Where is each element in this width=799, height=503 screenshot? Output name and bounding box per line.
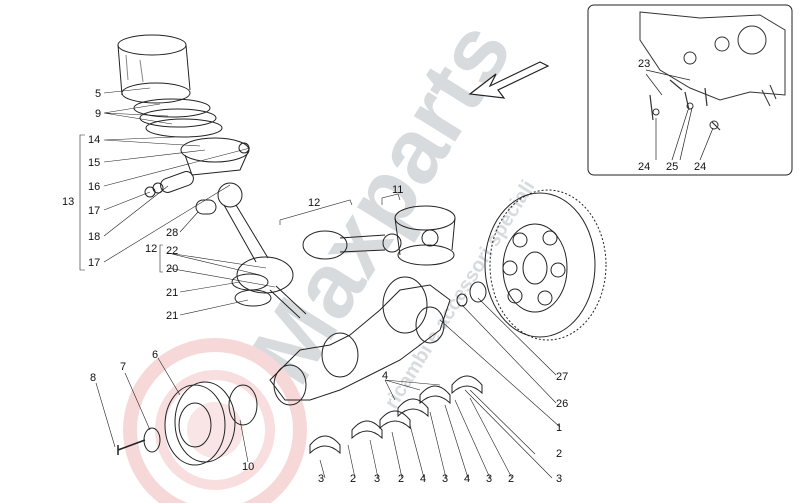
leader-lines (79, 87, 561, 479)
watermark-logo (123, 338, 307, 503)
connecting-rod-left (195, 182, 307, 319)
callout-17-lower: 17 (88, 257, 100, 269)
piston-top (117, 34, 191, 104)
callout-13: 13 (62, 196, 74, 208)
watermark-brand: Maxparts (230, 4, 531, 401)
callout-bottom-4a: 4 (420, 473, 426, 485)
seal-ring (456, 281, 487, 307)
inset-detail: 23 24 25 24 (587, 4, 793, 176)
callout-bottom-3a: 3 (318, 473, 324, 485)
callout-2-right: 2 (556, 448, 562, 460)
callout-10: 10 (242, 461, 254, 473)
callout-5: 5 (95, 88, 101, 100)
crankshaft (269, 276, 451, 406)
watermark: Maxparts ricambi e accessori speciali (123, 4, 539, 503)
bearing-shells (309, 375, 483, 455)
direction-arrow (468, 61, 550, 99)
callout-14: 14 (88, 134, 100, 146)
callout-bottom-4b: 4 (464, 473, 470, 485)
callout-bottom-3d: 3 (486, 473, 492, 485)
inset-label-24-left: 24 (638, 161, 650, 173)
callout-6: 6 (152, 349, 158, 361)
piston-rings (133, 98, 223, 138)
callout-17-upper: 17 (88, 205, 100, 217)
callout-bottom-2c: 2 (508, 473, 514, 485)
callout-18: 18 (88, 231, 100, 243)
callout-21-upper: 21 (166, 287, 178, 299)
callout-bottom-2b: 2 (398, 473, 404, 485)
connecting-rod-center (302, 230, 402, 260)
callout-22: 22 (166, 245, 178, 257)
callout-11: 11 (392, 184, 403, 196)
callout-bottom-2a: 2 (350, 473, 356, 485)
callout-labels: 5 9 14 15 16 13 17 18 17 28 12 22 20 21 … (62, 88, 568, 485)
flywheel (484, 189, 607, 341)
callout-12-left: 12 (145, 243, 157, 255)
callout-15: 15 (88, 157, 100, 169)
piston-lower (144, 137, 250, 198)
callout-bottom-3b: 3 (374, 473, 380, 485)
callout-bottom-3c: 3 (442, 473, 448, 485)
callout-1: 1 (556, 422, 562, 434)
inset-label-23: 23 (638, 58, 650, 70)
callout-8: 8 (90, 372, 96, 384)
callout-20: 20 (166, 263, 178, 275)
callout-4-top: 4 (382, 370, 388, 382)
callout-12-center: 12 (308, 197, 320, 209)
callout-7: 7 (120, 361, 126, 373)
callout-28: 28 (166, 227, 178, 239)
inset-label-24-right: 24 (694, 161, 706, 173)
pulley-damper (117, 381, 258, 466)
callout-21-lower: 21 (166, 310, 178, 322)
callout-9: 9 (95, 108, 101, 120)
inset-label-25: 25 (666, 161, 678, 173)
callout-26: 26 (556, 398, 568, 410)
callout-3-right: 3 (556, 473, 562, 485)
callout-16: 16 (88, 181, 100, 193)
piston-center (394, 205, 456, 266)
callout-27: 27 (556, 371, 568, 383)
